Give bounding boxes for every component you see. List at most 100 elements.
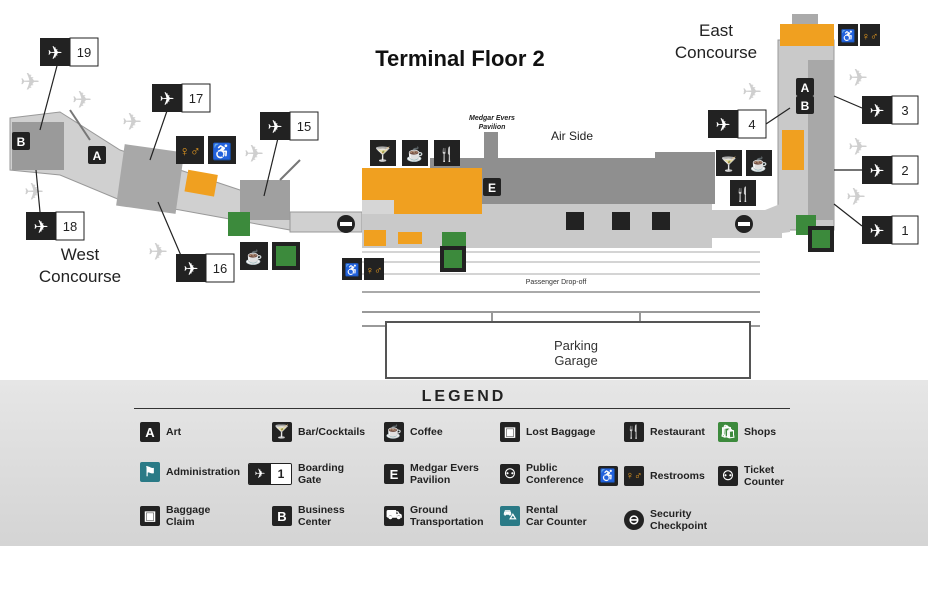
legend-item-boarding-gate: ✈1 Boarding Gate — [248, 462, 344, 486]
shops-icon-east[interactable] — [808, 226, 834, 252]
gate-18[interactable]: ✈ 18 — [26, 211, 85, 241]
legend-item-administration: ⚑ Administration — [140, 462, 240, 482]
drop-off-label: Passenger Drop-off — [526, 279, 587, 286]
legend-panel: LEGEND A Art ⚑ Administration ▣ Baggage … — [0, 380, 928, 546]
svg-text:♿: ♿ — [841, 29, 856, 43]
security-checkpoint-east[interactable] — [735, 215, 753, 233]
svg-text:🍴: 🍴 — [734, 186, 751, 203]
security-checkpoint-west[interactable] — [337, 215, 355, 233]
svg-text:✈: ✈ — [72, 87, 92, 114]
svg-text:17: 17 — [189, 91, 203, 106]
ticket-counter-icon: ⚇ — [718, 466, 738, 486]
bar-icon-main[interactable]: 🍸 — [370, 140, 396, 166]
administration-icon: ⚑ — [140, 462, 160, 482]
restrooms-icon-main[interactable]: ♿ ♀♂ — [342, 258, 384, 280]
ticket-counter-icons[interactable] — [566, 212, 670, 230]
svg-text:☕: ☕ — [245, 248, 262, 266]
svg-text:♀♂: ♀♂ — [862, 31, 879, 43]
legend-title: LEGEND — [421, 388, 507, 405]
svg-text:♀♂: ♀♂ — [366, 265, 383, 277]
legend-item-shops: 🛍 Shops — [718, 422, 776, 442]
parking-label-line1: Parking — [554, 338, 598, 353]
restaurant-icon-main[interactable]: 🍴 — [434, 140, 460, 166]
legend-divider — [134, 408, 790, 409]
gate-1[interactable]: ✈ 1 — [862, 215, 919, 245]
gate-3[interactable]: ✈ 3 — [862, 95, 919, 125]
svg-text:✈: ✈ — [24, 179, 44, 206]
airplane-decorations: ✈ ✈ ✈ ✈ ✈ ✈ ✈ ✈ ✈ ✈ — [20, 65, 868, 266]
legend-item-ticket-counter: ⚇ Ticket Counter — [718, 464, 784, 488]
gate-2[interactable]: ✈ 2 — [862, 155, 919, 185]
svg-text:✈: ✈ — [848, 65, 868, 92]
terminal-map: Terminal Floor 2 ✈ ✈ ✈ ✈ ✈ ✈ ✈ ✈ ✈ ✈ — [9, 14, 919, 379]
gate-17[interactable]: ✈ 17 — [152, 83, 211, 113]
legend-item-bar-cocktails: 🍸 Bar/Cocktails — [272, 422, 365, 442]
security-checkpoint-icon: ⊖ — [624, 510, 644, 530]
legend-item-lost-baggage: ▣ Lost Baggage — [500, 422, 595, 442]
gate-19[interactable]: ✈ 19 — [40, 37, 99, 67]
svg-text:18: 18 — [63, 219, 77, 234]
svg-text:✈: ✈ — [267, 117, 282, 137]
svg-text:✈: ✈ — [20, 69, 40, 96]
rental-car-counter-icon: ⛍ — [500, 506, 520, 526]
restrooms-icon-west[interactable]: ♀♂ — [176, 136, 204, 164]
amenities-icon-east-top[interactable]: ♿ ♀♂ — [838, 24, 880, 46]
east-concourse-label-line1: East — [699, 21, 733, 40]
boarding-gate-icon: ✈1 — [248, 463, 292, 485]
art-icon: A — [140, 422, 160, 442]
accessible-icon-west[interactable]: ♿ — [208, 136, 236, 164]
coffee-icon: ☕ — [384, 422, 404, 442]
pavilion-marker[interactable]: E — [483, 178, 501, 196]
svg-text:✈: ✈ — [869, 101, 884, 121]
legend-item-business-center: B Business Center — [272, 504, 345, 528]
svg-text:✈: ✈ — [715, 115, 730, 135]
svg-text:19: 19 — [77, 45, 91, 60]
legend-item-medgar-evers-pavilion: E Medgar Evers Pavilion — [384, 462, 479, 486]
svg-text:3: 3 — [901, 103, 908, 118]
svg-text:✈: ✈ — [846, 184, 866, 211]
business-center-icon: B — [272, 506, 292, 526]
restrooms-icon: ♀♂ — [624, 466, 644, 486]
svg-text:✈: ✈ — [159, 89, 174, 109]
shops-icon-main[interactable] — [440, 246, 466, 272]
svg-text:A: A — [93, 149, 102, 163]
svg-text:✈: ✈ — [33, 217, 48, 237]
svg-text:✈: ✈ — [869, 161, 884, 181]
shops-icon-west[interactable] — [272, 242, 300, 270]
svg-text:✈: ✈ — [47, 43, 62, 63]
gate-15[interactable]: ✈ 15 — [260, 111, 319, 141]
coffee-icon-west[interactable]: ☕ — [240, 242, 268, 270]
west-concourse-label-line2: Concourse — [39, 267, 121, 286]
gate-4[interactable]: ✈ 4 — [708, 109, 767, 139]
restaurant-icon-east[interactable]: 🍴 — [730, 180, 756, 206]
pavilion-label-line1: Medgar Evers — [469, 115, 515, 122]
legend-item-ground-transportation: ⛟ Ground Transportation — [384, 504, 484, 528]
gate-callouts: ✈ 19 ✈ 17 ✈ 15 ✈ 18 ✈ 16 ✈ 4 — [26, 37, 919, 283]
ground-transportation-icon: ⛟ — [384, 506, 404, 526]
legend-item-security-checkpoint: ⊖ Security Checkpoint — [624, 508, 707, 532]
art-marker[interactable]: A — [88, 146, 106, 164]
svg-text:✈: ✈ — [742, 79, 762, 106]
svg-text:4: 4 — [748, 117, 755, 132]
svg-text:☕: ☕ — [406, 145, 423, 163]
svg-text:🍸: 🍸 — [374, 145, 391, 163]
svg-text:2: 2 — [901, 163, 908, 178]
gate-16[interactable]: ✈ 16 — [176, 253, 235, 283]
legend-item-coffee: ☕ Coffee — [384, 422, 443, 442]
svg-text:♿: ♿ — [345, 263, 360, 277]
svg-text:✈: ✈ — [122, 109, 142, 136]
accessible-icon: ♿ — [598, 466, 618, 486]
business-center-marker-east[interactable]: B — [796, 96, 814, 114]
legend-item-restrooms: ♿ ♀♂ Restrooms — [598, 466, 705, 486]
business-center-marker-west[interactable]: B — [12, 132, 30, 150]
svg-text:🍸: 🍸 — [720, 155, 737, 173]
bar-icon-east[interactable]: 🍸 — [716, 150, 742, 176]
art-marker-east[interactable]: A — [796, 78, 814, 96]
coffee-icon-east[interactable]: ☕ — [746, 150, 772, 176]
coffee-icon-main[interactable]: ☕ — [402, 140, 428, 166]
public-conference-icon: ⚇ — [500, 464, 520, 484]
svg-text:✈: ✈ — [244, 141, 264, 168]
legend-item-public-conference: ⚇ Public Conference — [500, 462, 584, 486]
baggage-claim-icon: ▣ — [140, 506, 160, 526]
svg-text:☕: ☕ — [750, 155, 767, 173]
